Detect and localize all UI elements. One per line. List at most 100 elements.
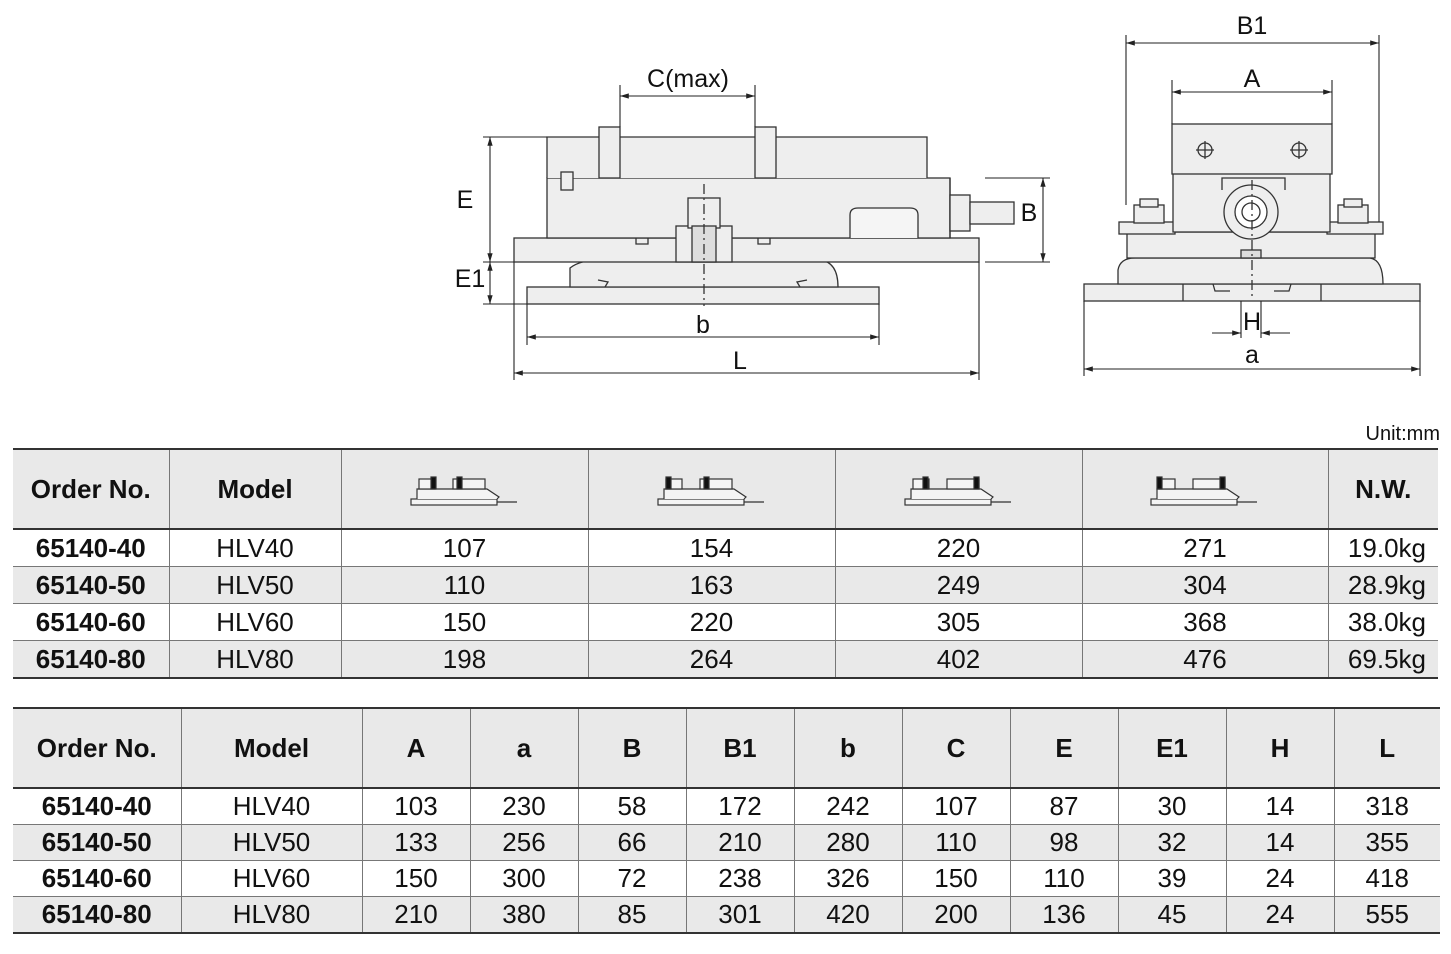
table-row: 65140-80 HLV80 198 264 402 476 69.5kg: [13, 640, 1438, 679]
dim-cell: 14: [1225, 824, 1334, 861]
dim-cell: 418: [1333, 860, 1440, 897]
capacity-table: Order No. Model: [13, 448, 1438, 679]
dim-cell: 103: [361, 788, 470, 825]
h-label: H: [1243, 308, 1261, 336]
dim-a-upper-header: A: [361, 708, 470, 789]
jaw-config-4-icon: [1081, 449, 1328, 530]
model-cell: HLV40: [180, 788, 362, 825]
dim-cell: 87: [1009, 788, 1118, 825]
model-cell: HLV80: [180, 896, 362, 934]
order-no-cell: 65140-50: [13, 566, 169, 604]
a-big-label: A: [1244, 65, 1261, 93]
technical-drawings: C(max) E E1 B b L: [455, 12, 1421, 380]
order-no-cell: 65140-80: [13, 896, 181, 934]
capacity-cell: 220: [587, 603, 835, 641]
model-cell: HLV60: [180, 860, 362, 897]
dim-a-lower-header: a: [469, 708, 578, 789]
dim-cell: 110: [901, 824, 1010, 861]
dim-cell: 45: [1117, 896, 1226, 934]
dim-b1-header: B1: [685, 708, 794, 789]
dim-e-header: E: [1009, 708, 1118, 789]
dim-cell: 150: [901, 860, 1010, 897]
capacity-cell: 368: [1081, 603, 1328, 641]
model-cell: HLV50: [180, 824, 362, 861]
jaw-config-1-icon: [340, 449, 588, 530]
front-view-drawing: [1083, 123, 1421, 302]
dim-e1-header: E1: [1117, 708, 1226, 789]
table-row: 65140-60 HLV60 150 300 72 238 326 150 11…: [13, 860, 1440, 897]
weight-cell: 38.0kg: [1327, 603, 1438, 641]
weight-cell: 19.0kg: [1327, 529, 1438, 567]
dim-cell: 555: [1333, 896, 1440, 934]
e1-label: E1: [455, 265, 486, 293]
dim-cell: 24: [1225, 860, 1334, 897]
c-max-label: C(max): [647, 65, 729, 93]
dim-l-header: L: [1333, 708, 1440, 789]
dim-cell: 58: [577, 788, 686, 825]
jaw-config-3-icon: [834, 449, 1082, 530]
b-small-label: b: [696, 311, 710, 339]
dim-h-header: H: [1225, 708, 1334, 789]
capacity-cell: 110: [340, 566, 588, 604]
dim-cell: 66: [577, 824, 686, 861]
capacity-cell: 271: [1081, 529, 1328, 567]
dim-cell: 72: [577, 860, 686, 897]
capacity-header-row: Order No. Model: [13, 449, 1438, 530]
dim-cell: 110: [1009, 860, 1118, 897]
table-row: 65140-60 HLV60 150 220 305 368 38.0kg: [13, 603, 1438, 641]
capacity-cell: 107: [340, 529, 588, 567]
dim-cell: 200: [901, 896, 1010, 934]
dim-cell: 326: [793, 860, 902, 897]
l-label: L: [733, 347, 747, 375]
dim-cell: 256: [469, 824, 578, 861]
capacity-cell: 476: [1081, 640, 1328, 679]
dim-cell: 280: [793, 824, 902, 861]
capacity-cell: 249: [834, 566, 1082, 604]
a-small-label: a: [1245, 341, 1259, 369]
weight-cell: 28.9kg: [1327, 566, 1438, 604]
order-no-cell: 65140-80: [13, 640, 169, 679]
dimension-table: Order No. Model A a B B1 b C E E1 H L 65…: [13, 707, 1440, 934]
table-row: 65140-50 HLV50 133 256 66 210 280 110 98…: [13, 824, 1440, 861]
table-row: 65140-50 HLV50 110 163 249 304 28.9kg: [13, 566, 1438, 604]
dim-cell: 355: [1333, 824, 1440, 861]
dim-cell: 301: [685, 896, 794, 934]
capacity-cell: 304: [1081, 566, 1328, 604]
order-no-cell: 65140-50: [13, 824, 181, 861]
dim-cell: 242: [793, 788, 902, 825]
dim-cell: 238: [685, 860, 794, 897]
jaw-config-2-icon: [587, 449, 835, 530]
dim-c-header: C: [901, 708, 1010, 789]
b1-label: B1: [1237, 12, 1268, 40]
dimension-header-row: Order No. Model A a B B1 b C E E1 H L: [13, 708, 1440, 789]
table-row: 65140-40 HLV40 107 154 220 271 19.0kg: [13, 529, 1438, 567]
dim-cell: 210: [685, 824, 794, 861]
dim-cell: 380: [469, 896, 578, 934]
capacity-cell: 220: [834, 529, 1082, 567]
dim-b-lower-header: b: [793, 708, 902, 789]
dim-cell: 30: [1117, 788, 1226, 825]
capacity-cell: 154: [587, 529, 835, 567]
model-header: Model: [168, 449, 341, 530]
capacity-cell: 305: [834, 603, 1082, 641]
nw-header: N.W.: [1327, 449, 1438, 530]
table-row: 65140-80 HLV80 210 380 85 301 420 200 13…: [13, 896, 1440, 934]
capacity-cell: 402: [834, 640, 1082, 679]
dim-cell: 39: [1117, 860, 1226, 897]
dim-cell: 133: [361, 824, 470, 861]
capacity-cell: 150: [340, 603, 588, 641]
unit-label: Unit:mm: [1365, 423, 1440, 445]
order-no-header: Order No.: [13, 708, 181, 789]
model-header: Model: [180, 708, 362, 789]
dim-cell: 172: [685, 788, 794, 825]
dim-cell: 420: [793, 896, 902, 934]
b-big-label: B: [1021, 199, 1038, 227]
capacity-cell: 163: [587, 566, 835, 604]
dim-cell: 150: [361, 860, 470, 897]
dim-b-upper-header: B: [577, 708, 686, 789]
dim-cell: 230: [469, 788, 578, 825]
dim-cell: 318: [1333, 788, 1440, 825]
weight-cell: 69.5kg: [1327, 640, 1438, 679]
order-no-header: Order No.: [13, 449, 169, 530]
order-no-cell: 65140-40: [13, 529, 169, 567]
